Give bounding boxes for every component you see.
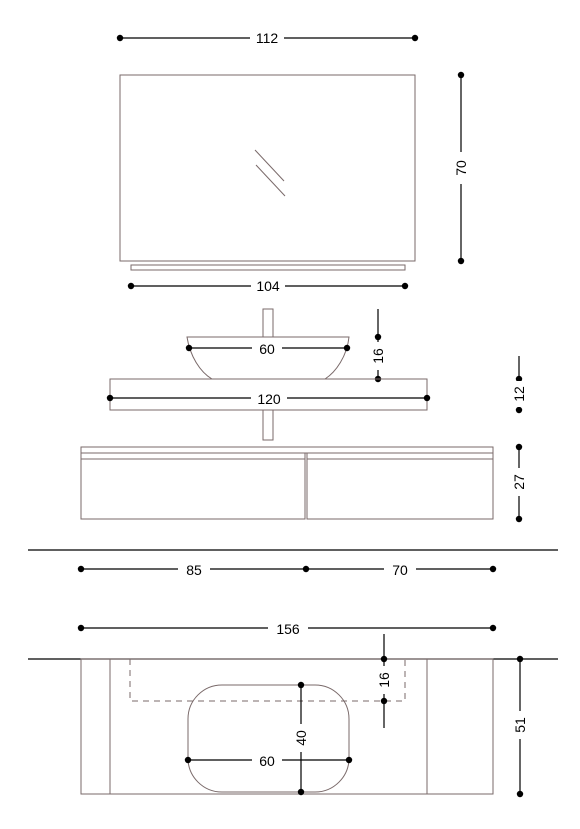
mirror-view: 112 70 104 <box>116 30 470 296</box>
dimension-endpoint <box>345 756 353 764</box>
dimension-endpoint <box>297 681 305 689</box>
mirror-panel <box>119 74 416 262</box>
dimension-endpoint <box>411 34 419 42</box>
dimension-endpoint <box>106 394 114 402</box>
dimension-endpoint <box>423 394 431 402</box>
basin-width-label: 60 <box>259 341 275 357</box>
dimension-endpoint <box>116 34 124 42</box>
plan-outline <box>80 658 494 795</box>
mirror-reflection-mark <box>255 164 286 197</box>
faucet-stem <box>262 308 274 338</box>
dimension-endpoint <box>343 344 351 352</box>
dimension-endpoint <box>489 565 497 573</box>
drawer-unit-right <box>306 452 494 520</box>
dimension-endpoint <box>515 443 523 451</box>
dimension-endpoint <box>374 333 382 341</box>
plan-view: 156 60 40 16 51 <box>28 620 558 798</box>
plan-depth-label: 51 <box>512 717 528 733</box>
dimension-endpoint <box>380 697 388 705</box>
drain-pipe <box>262 409 274 441</box>
left-drawer-width-label: 85 <box>186 562 202 578</box>
top-thickness-label: 12 <box>511 386 527 402</box>
offset-label: 16 <box>376 672 392 688</box>
dimension-endpoint <box>515 375 523 383</box>
basin-front-view: 60 16 120 12 27 <box>80 308 528 523</box>
dimension-endpoint <box>184 756 192 764</box>
dimension-endpoint <box>515 515 523 523</box>
dimension-endpoint <box>77 624 85 632</box>
dimension-endpoint <box>489 624 497 632</box>
drawer-unit-top-rail <box>80 446 494 454</box>
total-width-label: 156 <box>276 621 300 637</box>
mirror-width-label: 112 <box>256 30 279 46</box>
mirror-reflection-mark <box>254 149 285 182</box>
mirror-shelf <box>130 264 406 271</box>
right-drawer-width-label: 70 <box>392 562 408 578</box>
dimension-endpoint <box>302 565 310 573</box>
countertop-width-label: 120 <box>257 391 281 407</box>
dimension-endpoint <box>297 788 305 796</box>
dimension-endpoint <box>457 71 465 79</box>
dimension-endpoint <box>401 282 409 290</box>
dimension-endpoint <box>516 655 524 663</box>
dimension-endpoint <box>516 790 524 798</box>
dimension-endpoint <box>185 344 193 352</box>
shelf-width-label: 104 <box>256 278 280 294</box>
countertop-hidden-outline <box>129 659 406 702</box>
mirror-height-label: 70 <box>453 160 469 176</box>
basin-height-label: 16 <box>370 348 386 364</box>
dimension-endpoint <box>457 257 465 265</box>
drawer-unit-left <box>80 452 306 520</box>
drawer-width-dimensions: 85 70 <box>77 561 497 579</box>
dimension-endpoint <box>380 655 388 663</box>
drawer-height-label: 27 <box>511 474 527 490</box>
basin-plan-width-label: 60 <box>259 753 275 769</box>
dimension-endpoint <box>127 282 135 290</box>
dimension-endpoint <box>77 565 85 573</box>
dimension-endpoint <box>515 406 523 414</box>
basin-depth-label: 40 <box>293 730 309 746</box>
basin-plan-outline <box>187 684 350 793</box>
